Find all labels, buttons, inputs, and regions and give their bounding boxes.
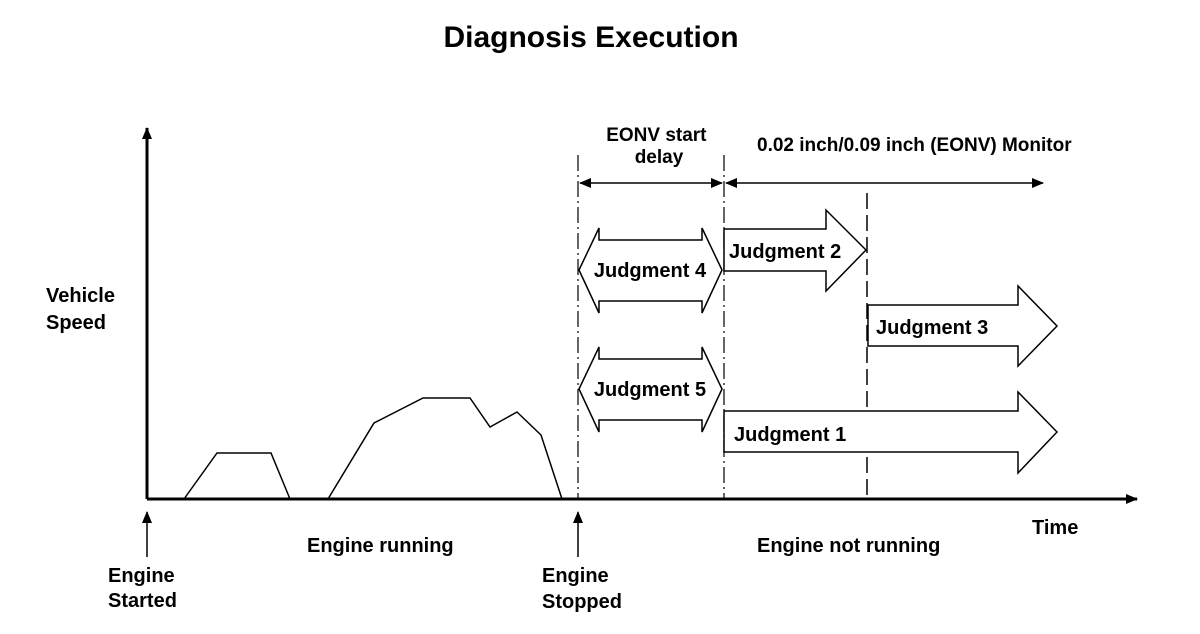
judgment-4-label: Judgment 4 — [594, 260, 707, 282]
y-axis-label-line-1: Vehicle — [46, 285, 115, 307]
eonv-start-delay-label: EONV start delay — [606, 125, 712, 168]
judgment-3-label: Judgment 3 — [876, 317, 988, 339]
judgment-5-arrow — [578, 346, 723, 433]
engine-stopped-line-2: Stopped — [542, 591, 622, 613]
engine-started-line-1: Engine — [108, 565, 175, 587]
judgment-4-arrow — [578, 227, 723, 314]
judgment-1-label: Judgment 1 — [734, 424, 846, 446]
engine-stopped-line-1: Engine — [542, 565, 609, 587]
vehicle-speed-trace-1 — [183, 452, 291, 500]
engine-not-running-label: Engine not running — [757, 535, 940, 557]
diagram-title: Diagnosis Execution — [443, 21, 738, 54]
x-axis-label: Time — [1032, 517, 1078, 539]
eonv-start-delay-line-1: EONV start — [606, 125, 707, 146]
engine-started-line-2: Started — [108, 590, 177, 612]
engine-stopped-label: Engine Stopped — [542, 565, 622, 613]
eonv-start-delay-line-2: delay — [635, 147, 684, 168]
judgment-2-arrow — [723, 208, 868, 293]
judgment-3-arrow — [867, 284, 1059, 368]
vehicle-speed-trace-2 — [327, 397, 563, 500]
y-axis-label-line-2: Speed — [46, 312, 106, 334]
engine-running-label: Engine running — [307, 535, 454, 557]
judgment-1-arrow — [723, 390, 1059, 475]
y-axis-label: Vehicle Speed — [46, 285, 121, 334]
judgment-5-label: Judgment 5 — [594, 379, 706, 401]
judgment-2-label: Judgment 2 — [729, 241, 841, 263]
monitor-label: 0.02 inch/0.09 inch (EONV) Monitor — [757, 135, 1072, 156]
engine-started-label: Engine Started — [108, 565, 180, 612]
